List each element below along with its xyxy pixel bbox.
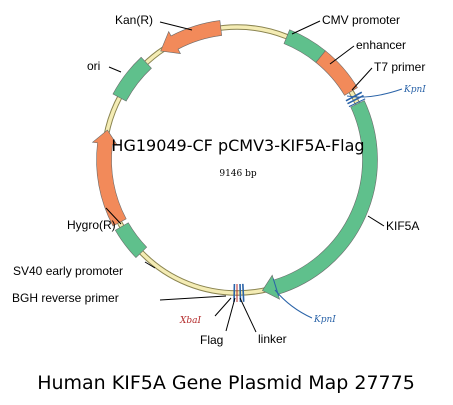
xbai-leader [214, 297, 232, 317]
kan-r-label: Kan(R) [115, 13, 153, 27]
kpni-bottom-leader [274, 289, 313, 319]
flag-leader [225, 297, 236, 332]
kpni-top-leader [346, 88, 403, 98]
kif5a-leader [367, 215, 385, 227]
linker-label: linker [258, 332, 287, 346]
cmv-promoter-arc [283, 29, 326, 63]
kan-r-arrow [160, 20, 223, 54]
ori-label: ori [87, 59, 100, 73]
kpni-top-label: KpnI [403, 85, 426, 95]
hygro-r-arrow [91, 129, 127, 227]
ori-leader [108, 66, 122, 73]
xbai-label: XbaI [179, 316, 202, 326]
enhancer-label: enhancer [356, 38, 406, 52]
kan-r-leader [159, 21, 193, 31]
t7-primer-leader [351, 67, 373, 91]
bgh-reverse-primer-leader [159, 295, 227, 301]
sv40-early-promoter-arc [114, 222, 148, 259]
kif5a-label: KIF5A [386, 219, 419, 233]
cmv-promoter-leader [291, 20, 321, 35]
hygro-r-leader [105, 207, 122, 225]
cmv-promoter-label: CMV promoter [322, 13, 400, 27]
enhancer-arc [315, 50, 358, 96]
feature-arcs [91, 20, 378, 302]
sv40-early-promoter-leader [144, 261, 156, 269]
flag-label: Flag [200, 333, 223, 347]
kpni-top-mark [348, 98, 366, 108]
kpni-bottom-label: KpnI [313, 315, 336, 325]
linker-leader [239, 297, 257, 333]
kif5a-arrow [261, 100, 378, 300]
ori-arc [112, 56, 152, 102]
enhancer-leader [329, 45, 355, 65]
plasmid-size: 9146 bp [219, 169, 257, 179]
page-caption: Human KIF5A Gene Plasmid Map 27775 [37, 372, 415, 394]
leader-lines [105, 20, 403, 333]
t7-primer-label: T7 primer [374, 60, 425, 74]
bgh-reverse-primer-label: BGH reverse primer [12, 291, 119, 305]
hygro-r-label: Hygro(R) [67, 218, 116, 232]
plasmid-name: HG19049-CF pCMV3-KIF5A-Flag [111, 136, 364, 155]
linker-mark [242, 283, 245, 302]
sv40-early-promoter-label: SV40 early promoter [13, 264, 123, 278]
